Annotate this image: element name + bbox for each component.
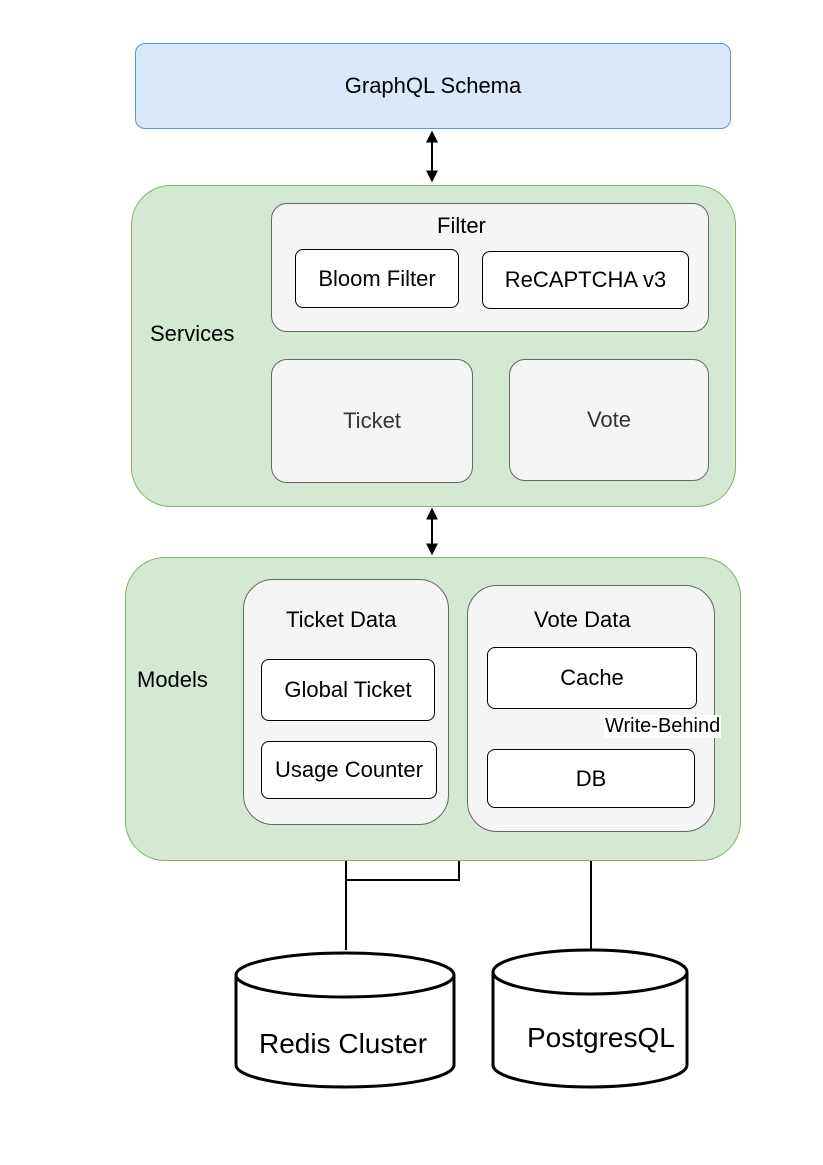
recaptcha-box: ReCAPTCHA v3 xyxy=(482,251,689,309)
vote-service-box: Vote xyxy=(509,359,709,481)
filter-label: Filter xyxy=(437,213,486,238)
global-ticket-label: Global Ticket xyxy=(284,677,412,702)
models-label: Models xyxy=(137,667,208,692)
usage-counter-label: Usage Counter xyxy=(275,757,423,782)
recaptcha-label: ReCAPTCHA v3 xyxy=(504,267,667,292)
services-label: Services xyxy=(150,321,235,346)
global-ticket-box: Global Ticket xyxy=(261,659,435,721)
postgres-label: PostgresQL xyxy=(527,1022,675,1053)
redis-cluster-label: Redis Cluster xyxy=(259,1028,428,1059)
bloom-filter-box: Bloom Filter xyxy=(295,249,459,308)
ticket-data-label: Ticket Data xyxy=(286,607,397,632)
db-box: DB xyxy=(487,749,695,808)
usage-counter-box: Usage Counter xyxy=(261,741,437,799)
vote-data-label: Vote Data xyxy=(534,607,631,632)
write-behind-label: Write-Behind xyxy=(604,715,722,738)
postgres-cylinder xyxy=(491,948,689,1089)
bloom-filter-label: Bloom Filter xyxy=(318,265,436,291)
cache-label: Cache xyxy=(560,665,624,690)
cache-box: Cache xyxy=(487,647,697,709)
graphql-schema-box: GraphQL Schema xyxy=(135,43,731,129)
ticket-service-label: Ticket xyxy=(343,408,401,433)
graphql-schema-label: GraphQL Schema xyxy=(344,73,522,98)
ticket-service-box: Ticket xyxy=(271,359,473,483)
db-label: DB xyxy=(575,765,607,791)
redis-cylinder xyxy=(234,951,456,1089)
vote-service-label: Vote xyxy=(586,407,632,432)
